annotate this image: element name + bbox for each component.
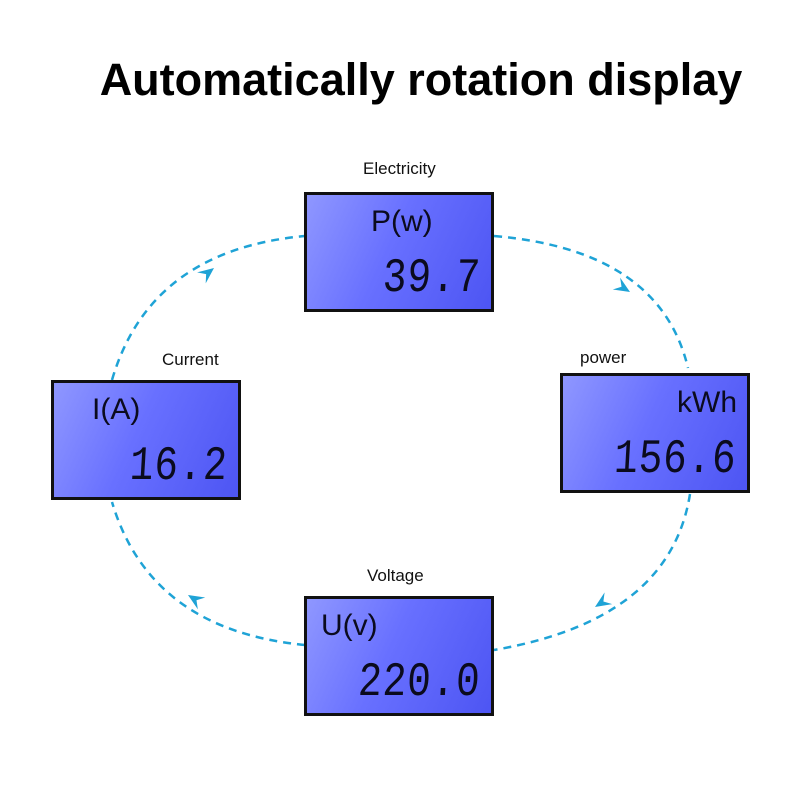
power-label: power — [580, 348, 627, 367]
voltage-unit: U(v) — [321, 609, 378, 642]
arrow-icon — [197, 268, 214, 284]
voltage-lcd-display: U(v) 220.0 — [304, 596, 494, 716]
power-value: 156.6 — [612, 433, 738, 487]
electricity-lcd-display: P(w) 39.7 — [304, 192, 494, 312]
power-lcd-display: kWh 156.6 — [560, 373, 750, 493]
electricity-unit: P(w) — [371, 205, 433, 238]
current-lcd-display: I(A) 16.2 — [51, 380, 241, 500]
arrow-icon — [612, 277, 630, 292]
current-value: 16.2 — [128, 440, 229, 494]
arc-current-to-electricity — [110, 234, 306, 381]
current-unit: I(A) — [92, 393, 141, 426]
arc-power-to-voltage — [493, 493, 692, 652]
arrow-icon — [188, 595, 206, 610]
arc-voltage-to-current — [110, 501, 306, 647]
arrow-icon — [595, 592, 613, 607]
power-unit: kWh — [677, 386, 737, 419]
voltage-value: 220.0 — [356, 656, 482, 710]
page-title: Automatically rotation display — [99, 54, 743, 105]
electricity-value: 39.7 — [381, 252, 482, 306]
current-label: Current — [162, 350, 219, 369]
voltage-label: Voltage — [367, 566, 424, 585]
electricity-label: Electricity — [363, 159, 436, 178]
